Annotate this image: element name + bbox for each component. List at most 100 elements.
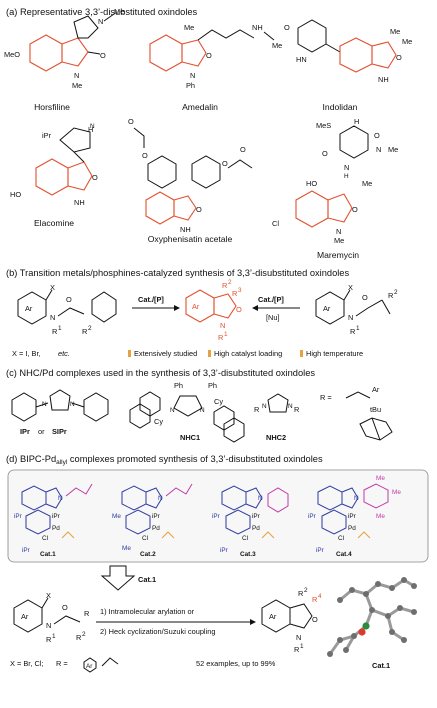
tbu-label: tBu [370, 405, 381, 414]
step-1: 1) Intramolecular arylation or [100, 607, 195, 616]
n-label: N [348, 313, 353, 322]
reaction-b-product: Ar R 2 R 3 O N R 1 [185, 279, 242, 342]
horsfiline-structure: N Me O N Me MeO [4, 7, 124, 90]
n-label: N [288, 403, 293, 410]
compound-name: Oxyphenisatin acetale [148, 234, 233, 244]
n-label: N [262, 403, 267, 410]
ipr-label: iPr [152, 513, 161, 520]
compound-name: Indolidan [323, 102, 358, 112]
n-label: N [220, 321, 225, 330]
step-2: 2) Heck cyclization/Suzuki coupling [100, 627, 215, 636]
section-a-header: (a) Representative 3,3’-disubstituted ox… [6, 7, 198, 17]
down-arrow-icon [100, 565, 136, 591]
cat1-label: Cat.1 [40, 551, 56, 558]
ipr-label: IPr [20, 427, 30, 436]
or-label: or [38, 427, 45, 436]
compound-name: Horsfiline [34, 102, 70, 112]
indolidan-structure: O HN O Me Me NH [284, 19, 412, 84]
ar-label: Ar [21, 612, 29, 621]
atom-o: O [222, 159, 228, 168]
atom-hn: HN [296, 55, 307, 64]
atom-n: N [376, 145, 381, 154]
ipr-label: iPr [14, 513, 23, 520]
me-label: Me [376, 475, 385, 482]
r2-label: R [76, 633, 81, 642]
pd-label: Pd [52, 525, 60, 532]
ipr-label: iPr [308, 513, 317, 520]
reaction-b-left-substrate: Ar X N R 1 O R 2 [17, 283, 117, 336]
ar-label: Ar [86, 663, 93, 670]
cl-label: Cl [242, 535, 248, 542]
r1-sup: 1 [224, 331, 228, 338]
sipr-label: SIPr [52, 427, 67, 436]
ipr-label: iPr [212, 513, 221, 520]
r1-label: R [294, 645, 299, 654]
atom-nh: NH [74, 198, 85, 207]
ph-label: Ph [208, 381, 217, 390]
r1-label: R [52, 327, 57, 336]
ar-label: Ar [323, 304, 331, 313]
reaction-d-product: Ar R 2 R 4 O N R 1 [261, 587, 322, 654]
catalyst-1: N iPr iPr Pd Cl iPr Cat.1 [14, 483, 93, 558]
pd-label: Pd [348, 525, 356, 532]
ipr-label: iPr [22, 547, 31, 554]
r2-sup: 2 [88, 325, 92, 332]
catalyst-4: N Me Me Me iPr iPr Pd Cl iPr Cat.4 [308, 475, 401, 558]
r1-label: R [46, 635, 51, 644]
n-label: N [258, 495, 263, 502]
section-b-header: (b) Transition metals/phosphines-catalyz… [6, 268, 349, 278]
n-label: N [200, 407, 205, 414]
x-label: X [348, 283, 353, 292]
n-label: N [158, 495, 163, 502]
atom-nh: NH [180, 225, 191, 234]
atom-cl: Cl [272, 219, 279, 228]
o-label: O [362, 293, 368, 302]
crystal-structure-image: Cat.1 [327, 577, 417, 670]
n-label: N [296, 633, 301, 642]
atom-o: O [240, 145, 246, 154]
ar-label: Ar [372, 385, 380, 394]
r2-sup: 2 [82, 631, 86, 638]
compound-name: Amedalin [182, 102, 218, 112]
cy-label: Cy [154, 417, 163, 426]
atom-ph: Ph [186, 81, 195, 90]
cl-label: Cl [42, 535, 48, 542]
note-mark-icon [300, 350, 303, 357]
n-label: N [170, 407, 175, 414]
r2-label: R [388, 291, 393, 300]
atom-o: O [196, 205, 202, 214]
atom-o: O [284, 23, 290, 32]
r3-label: R [232, 289, 237, 298]
me-label: Me [392, 489, 401, 496]
atom-ho2: HO [306, 179, 317, 188]
cy-label: Cy [214, 397, 223, 406]
r2-label: R [82, 327, 87, 336]
n-label: N [58, 495, 63, 502]
cl-label: Cl [142, 535, 148, 542]
yield-text: 52 examples, up to 99% [196, 659, 276, 668]
r2-sup: 2 [304, 587, 308, 594]
ipr-label: iPr [348, 513, 357, 520]
cat2-label: Cat.2 [140, 551, 156, 558]
r-substituent-def: R = Ar tBu [320, 385, 393, 441]
pd-label: Pd [252, 525, 260, 532]
r2-label: R [222, 281, 227, 290]
atom-n: N [344, 163, 349, 172]
atom-o: O [322, 149, 328, 158]
atom-me: Me [402, 37, 412, 46]
atom-n: N [98, 17, 103, 26]
r1-label: R [350, 327, 355, 336]
reagent-left-label: Cat./[P] [138, 295, 164, 304]
atom-n: N [90, 123, 95, 130]
ph-label: Ph [174, 381, 183, 390]
crystal-label: Cat.1 [372, 661, 390, 670]
atom-me: Me [334, 236, 344, 245]
reagent-right-label: Cat./[P] [258, 295, 284, 304]
r4-sup: 4 [318, 593, 322, 600]
atom-me: Me [184, 23, 194, 32]
atom-o: O [206, 51, 212, 60]
r1-sup: 1 [52, 633, 56, 640]
o-label: O [66, 295, 72, 304]
oxyphenisatin-structure: O O O O O NH [128, 117, 253, 234]
